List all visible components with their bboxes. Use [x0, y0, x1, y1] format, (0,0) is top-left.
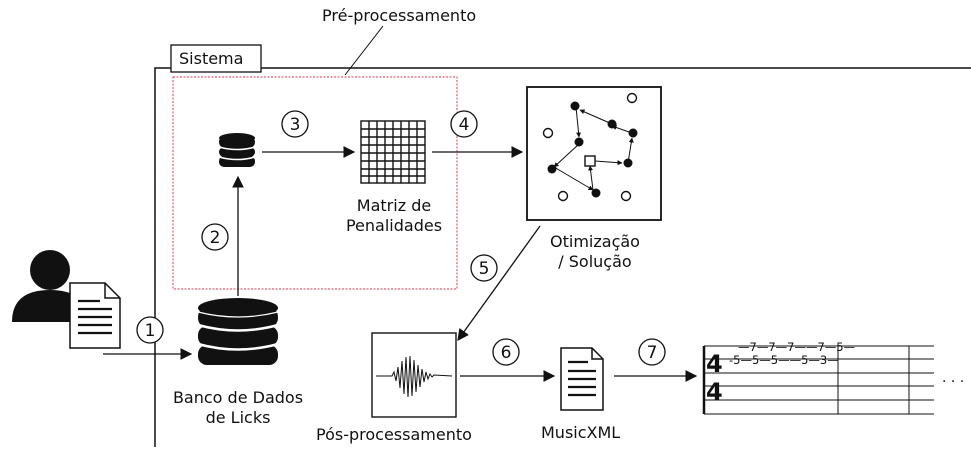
step-6-circle — [492, 338, 520, 366]
system-label: Sistema — [179, 49, 244, 68]
user-icon — [12, 250, 88, 322]
continuation-ellipsis: · · · — [942, 374, 965, 390]
optimization-label-line1: Otimização — [550, 232, 640, 251]
preprocessing-region — [172, 76, 458, 290]
step-1-circle — [136, 316, 164, 344]
tab-top-string: —7—7—7——7—5— — [738, 340, 855, 354]
database-label-line2: de Licks — [205, 408, 271, 427]
step-3-circle — [281, 110, 309, 138]
preprocessing-leader — [344, 25, 384, 76]
tablature-staff — [702, 345, 934, 415]
musicxml-label: MusicXML — [541, 423, 621, 442]
step-7-number: 7 — [647, 343, 658, 363]
system-tab — [170, 44, 262, 73]
step-7-circle — [638, 338, 666, 366]
postprocessing-label: Pós-processamento — [316, 425, 472, 444]
optimization-graph-icon — [526, 86, 662, 221]
document-icon — [69, 282, 121, 349]
step-6-number: 6 — [501, 343, 512, 363]
database-label-line1: Banco de Dados — [172, 388, 304, 407]
matrix-label-line2: Penalidades — [345, 216, 443, 235]
optimization-label: Otimização / Solução — [530, 232, 660, 272]
optimization-label-line2: / Solução — [558, 252, 632, 271]
time-signature-top: 4 — [706, 350, 723, 378]
tab-second-string: -5—5—5——5—3— — [729, 353, 839, 367]
waveform-icon — [371, 332, 457, 418]
matrix-label: Matriz de Penalidades — [333, 196, 455, 236]
step-5-circle — [470, 254, 498, 282]
step-1-number: 1 — [145, 321, 156, 341]
licks-database-icon — [197, 298, 279, 365]
preprocessing-label: Pré-processamento — [322, 6, 477, 25]
filtered-database-icon — [218, 133, 256, 167]
penalty-matrix-icon — [360, 120, 426, 184]
matrix-label-line1: Matriz de — [356, 196, 432, 215]
time-signature-bottom: 4 — [706, 378, 723, 406]
step-4-number: 4 — [459, 115, 470, 135]
database-label: Banco de Dados de Licks — [158, 388, 318, 428]
musicxml-document-icon — [560, 347, 604, 411]
step-2-number: 2 — [210, 228, 221, 248]
arrow-5 — [457, 225, 541, 341]
step-4-circle — [450, 110, 478, 138]
step-2-circle — [201, 223, 229, 251]
step-3-number: 3 — [290, 115, 301, 135]
step-5-number: 5 — [479, 259, 490, 279]
